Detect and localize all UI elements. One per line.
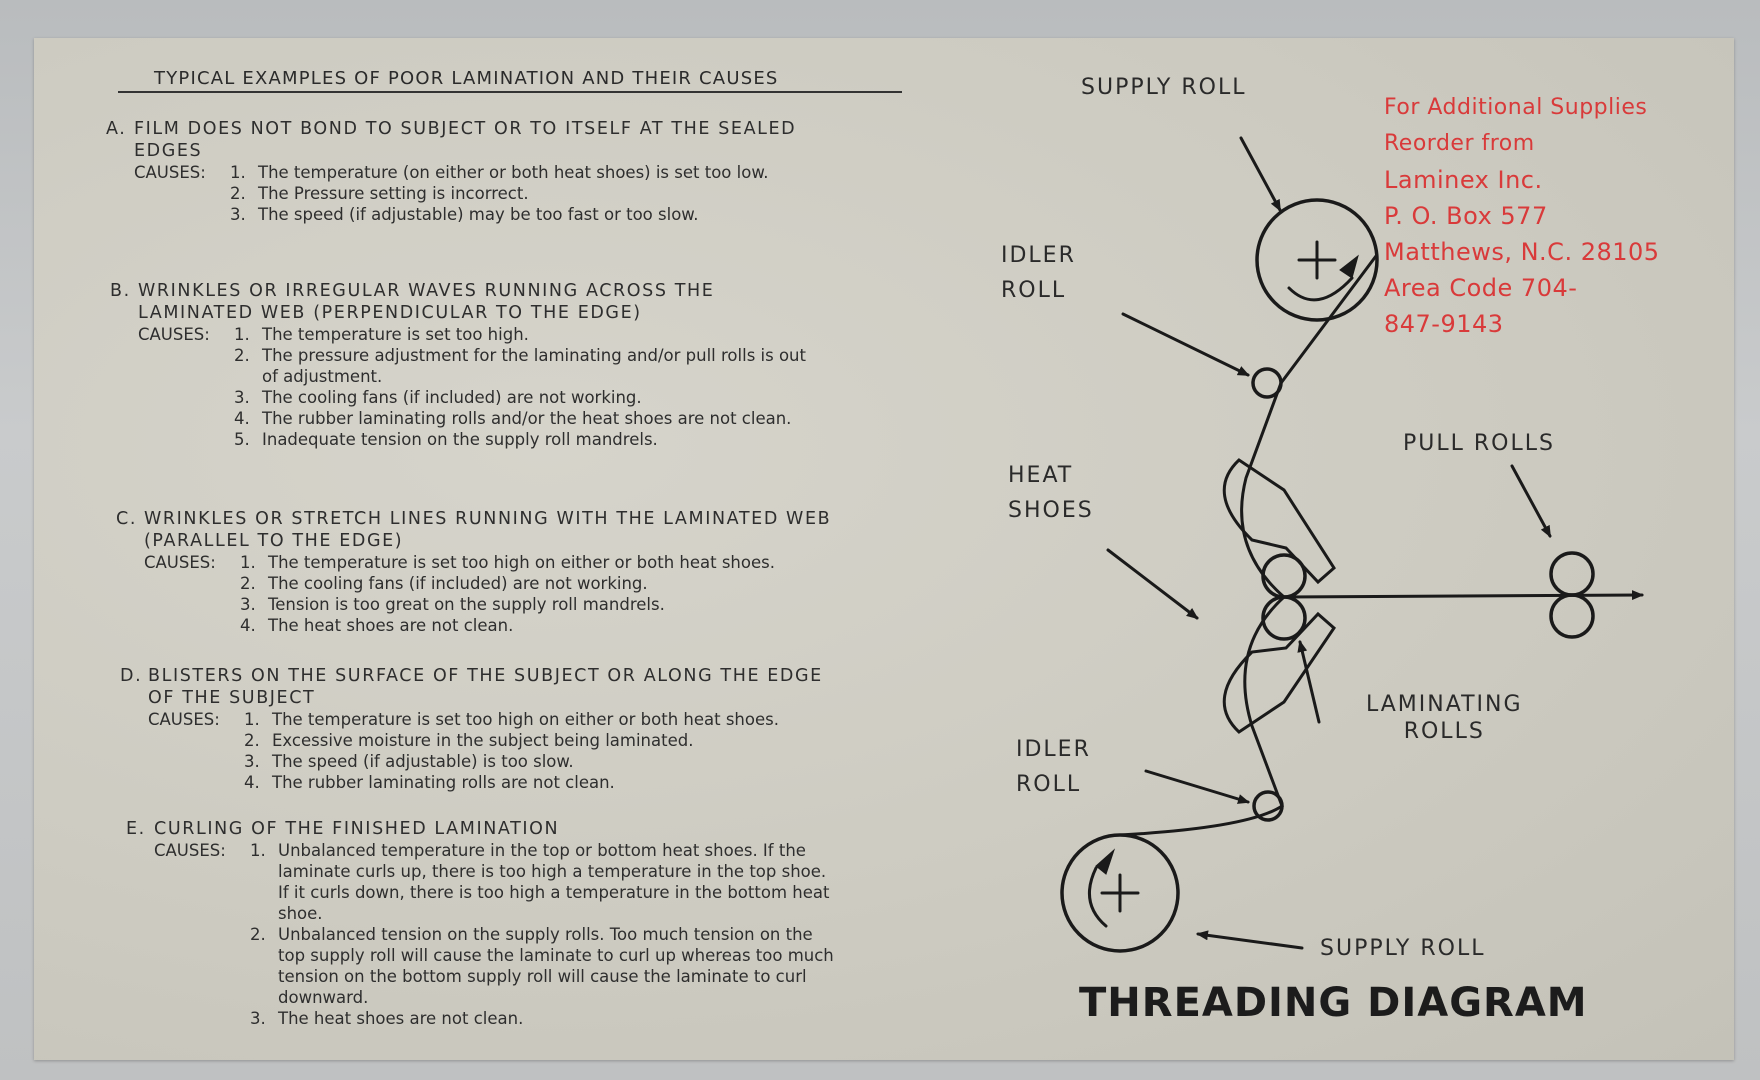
causes-label: CAUSES:	[148, 710, 220, 729]
problem-a: A. FILM DOES NOT BOND TO SUBJECT OR TO I…	[106, 118, 828, 225]
label-supply-roll-top: SUPPLY ROLL	[1081, 75, 1247, 100]
laminated-web	[1282, 590, 1644, 601]
cause-item: 3.The heat shoes are not clean.	[250, 1009, 524, 1028]
pointer-supply-roll-bottom	[1196, 930, 1304, 950]
top-supply-roll	[1255, 198, 1379, 322]
top-heat-shoe	[1222, 458, 1336, 585]
cause-item: 5.Inadequate tension on the supply roll …	[234, 430, 658, 449]
causes-label: CAUSES:	[154, 841, 226, 860]
pointer-idler-roll-bottom	[1144, 769, 1250, 804]
cause-item: 3.The speed (if adjustable) may be too f…	[230, 205, 699, 224]
section-title: TYPICAL EXAMPLES OF POOR LAMINATION AND …	[118, 68, 902, 93]
reorder-address: P. O. Box 577	[1384, 202, 1548, 230]
causes-label: CAUSES:	[138, 325, 210, 344]
reorder-line: Reorder from	[1384, 131, 1535, 156]
pointer-idler-roll-top	[1121, 312, 1250, 377]
label-heat-shoes: HEAT SHOES	[1008, 463, 1094, 523]
cross-icon	[1100, 873, 1140, 913]
causes-label: CAUSES:	[144, 553, 216, 572]
pointer-laminating-rolls	[1297, 640, 1321, 724]
cause-item: 1.The temperature is set too high.	[234, 325, 529, 344]
web-path-top	[1240, 254, 1378, 599]
rotation-arrow-icon	[1088, 866, 1108, 928]
cause-item: 2.The pressure adjustment for the lamina…	[234, 346, 806, 386]
cause-item: 1.Unbalanced temperature in the top or b…	[250, 841, 830, 923]
reorder-phone: 847-9143	[1384, 310, 1504, 338]
problem-letter: A.	[106, 119, 127, 139]
cause-item: 4.The rubber laminating rolls are not cl…	[244, 773, 615, 792]
instruction-card: TYPICAL EXAMPLES OF POOR LAMINATION AND …	[34, 38, 1734, 1060]
cause-item: 1.The temperature (on either or both hea…	[230, 163, 769, 182]
cause-item: 3.The speed (if adjustable) is too slow.	[244, 752, 574, 771]
cause-item: 2.The Pressure setting is incorrect.	[230, 184, 529, 203]
reorder-line: For Additional Supplies	[1384, 95, 1648, 120]
causes-label: CAUSES:	[134, 163, 206, 182]
problem-c: C. WRINKLES OR STRETCH LINES RUNNING WIT…	[116, 508, 838, 636]
diagram-title: THREADING DIAGRAM	[1079, 980, 1588, 1026]
problem-letter: D.	[120, 666, 143, 686]
pull-roll-top	[1549, 551, 1595, 597]
reorder-company: Laminex Inc.	[1384, 166, 1543, 194]
problem-letter: B.	[110, 281, 131, 301]
cause-item: 2.Excessive moisture in the subject bein…	[244, 731, 694, 750]
label-idler-roll-bottom: IDLER ROLL	[1016, 737, 1091, 797]
reorder-info: For Additional Supplies Reorder from Lam…	[1384, 90, 1660, 342]
threading-diagram	[1060, 136, 1644, 953]
reorder-phone: Area Code 704-	[1384, 274, 1578, 302]
cause-item: 1.The temperature is set too high on eit…	[244, 710, 779, 729]
problem-b: B. WRINKLES OR IRREGULAR WAVES RUNNING A…	[110, 280, 832, 450]
problem-title: FILM DOES NOT BOND TO SUBJECT OR TO ITSE…	[134, 119, 797, 161]
problem-letter: E.	[126, 819, 146, 839]
cause-item: 3.The cooling fans (if included) are not…	[234, 388, 642, 407]
problem-letter: C.	[116, 509, 137, 529]
problem-e: E. CURLING OF THE FINISHED LAMINATION CA…	[126, 818, 848, 1029]
cause-item: 4.The rubber laminating rolls and/or the…	[234, 409, 792, 428]
label-idler-roll-top: IDLER ROLL	[1001, 243, 1076, 303]
label-supply-roll-bottom: SUPPLY ROLL	[1320, 936, 1486, 961]
pointer-heat-shoes	[1106, 548, 1199, 620]
problem-title: BLISTERS ON THE SURFACE OF THE SUBJECT O…	[148, 666, 823, 708]
label-laminating-rolls: LAMINATING ROLLS	[1366, 692, 1523, 744]
rotation-arrow-icon	[1287, 276, 1354, 302]
reorder-city: Matthews, N.C. 28105	[1384, 238, 1660, 266]
cause-item: 3.Tension is too great on the supply rol…	[240, 595, 665, 614]
cross-icon	[1297, 240, 1337, 280]
cause-item: 2.The cooling fans (if included) are not…	[240, 574, 648, 593]
cause-item: 4.The heat shoes are not clean.	[240, 616, 514, 635]
pull-roll-bottom	[1549, 593, 1595, 639]
problem-d: D. BLISTERS ON THE SURFACE OF THE SUBJEC…	[120, 665, 842, 793]
pointer-supply-roll-top	[1239, 136, 1282, 212]
pointer-pull-rolls	[1510, 464, 1552, 538]
bottom-heat-shoe	[1222, 611, 1336, 734]
cause-item: 1.The temperature is set too high on eit…	[240, 553, 775, 572]
problem-title: WRINKLES OR IRREGULAR WAVES RUNNING ACRO…	[138, 281, 715, 323]
cause-item: 2.Unbalanced tension on the supply rolls…	[250, 925, 834, 1007]
web-path-bottom	[1118, 595, 1286, 837]
problem-title: WRINKLES OR STRETCH LINES RUNNING WITH T…	[144, 509, 832, 551]
label-pull-rolls: PULL ROLLS	[1403, 431, 1555, 456]
problem-title: CURLING OF THE FINISHED LAMINATION	[154, 819, 560, 839]
